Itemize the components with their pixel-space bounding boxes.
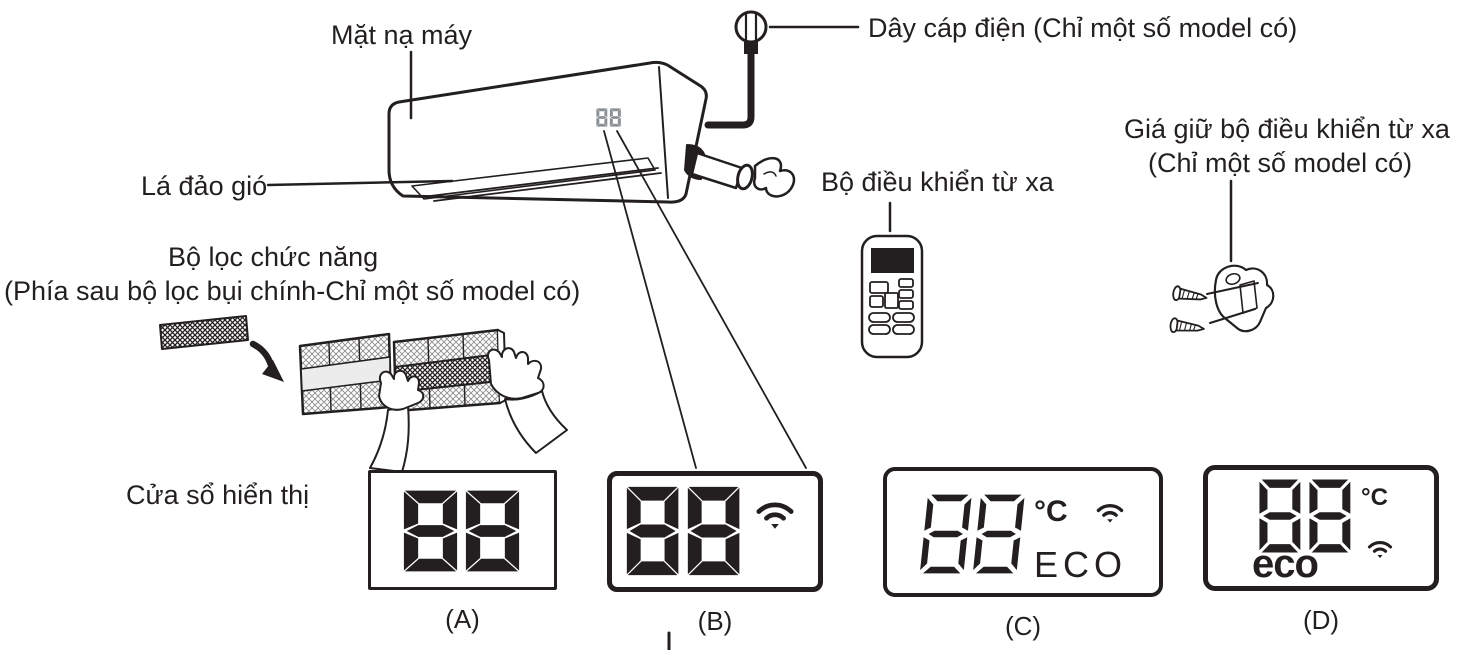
- display-variant-a: (A): [368, 470, 557, 635]
- display-d-caption: (D): [1302, 605, 1340, 635]
- display-variant-c: °C ECO (C): [883, 467, 1163, 642]
- wifi-icon: [1096, 503, 1124, 525]
- label-line-louver: [266, 179, 454, 187]
- eco-label: ECO: [1034, 544, 1127, 585]
- power-plug-icon: [734, 10, 768, 44]
- display-d-digits: °C eco: [1252, 479, 1393, 586]
- arrow-icon: [249, 340, 275, 369]
- function-filter-illustration: [159, 315, 568, 473]
- screw-icon: [1169, 285, 1208, 334]
- label-remote-control: Bộ điều khiển từ xa: [821, 167, 1054, 197]
- pointer-lines: [266, 50, 1233, 650]
- filter-strip: [159, 315, 249, 350]
- eco-logo: eco: [1252, 542, 1318, 586]
- power-cable-illustration: [704, 10, 860, 129]
- display-variant-d: °C eco (D): [1203, 465, 1439, 636]
- label-front-panel: Mặt nạ máy: [331, 20, 473, 50]
- wifi-icon: [759, 505, 791, 529]
- hand-illustration: [369, 347, 568, 473]
- label-power-cable: Dây cáp điện (Chỉ một số model có): [868, 13, 1298, 43]
- label-display-window: Cửa sổ hiển thị: [126, 480, 310, 510]
- display-c-digits: °C ECO: [919, 494, 1127, 585]
- display-a-caption: (A): [445, 604, 480, 634]
- display-leader-left: [603, 130, 697, 469]
- display-b-digits: [626, 486, 818, 576]
- label-function-filter-2: (Phía sau bộ lọc bụi chính-Chỉ một số mo…: [4, 276, 581, 306]
- pipe-illustration: [684, 144, 796, 198]
- remote-control-illustration: [860, 234, 924, 359]
- display-c-caption: (C): [1004, 611, 1042, 641]
- indoor-unit-illustration: [387, 60, 708, 204]
- display-a-digits: [403, 490, 520, 572]
- remote-holder-illustration: [1169, 264, 1275, 334]
- celsius-label: °C: [1361, 484, 1388, 511]
- wifi-icon: [1367, 541, 1393, 560]
- label-function-filter-1: Bộ lọc chức năng: [168, 242, 379, 272]
- label-louver: Lá đảo gió: [141, 171, 268, 201]
- display-leader-right: [616, 130, 807, 469]
- arrow-head: [262, 360, 284, 382]
- remote-screen: [871, 248, 914, 273]
- display-b-caption: (B): [697, 606, 733, 636]
- display-variant-b: (B): [607, 471, 823, 637]
- label-remote-holder-2: (Chỉ một số model có): [1148, 148, 1413, 178]
- celsius-label: °C: [1034, 495, 1068, 528]
- label-remote-holder-1: Giá giữ bộ điều khiển từ xa: [1124, 114, 1450, 144]
